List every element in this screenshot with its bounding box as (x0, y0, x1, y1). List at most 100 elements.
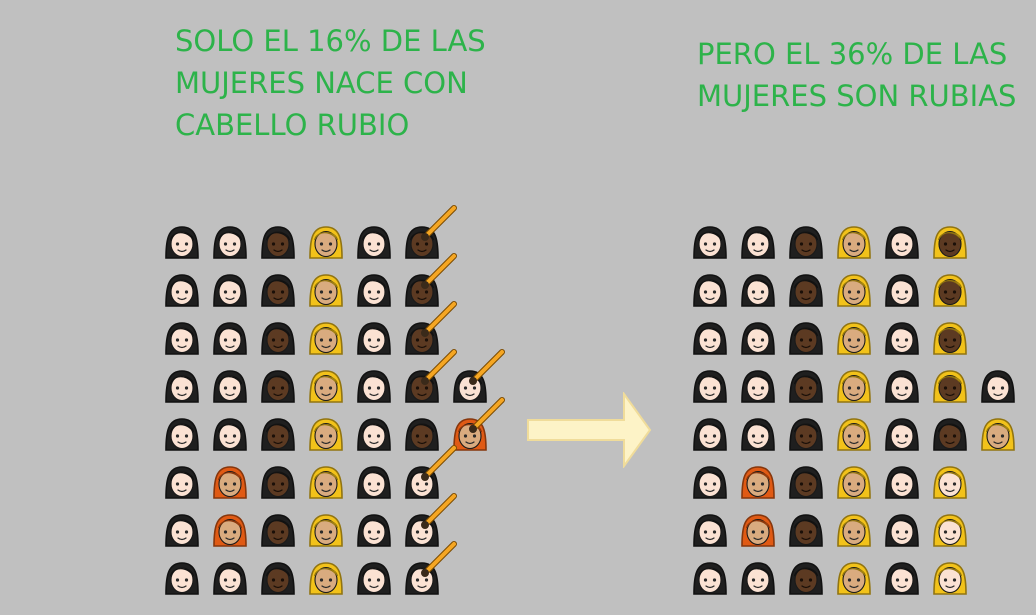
woman-emoji-icon (882, 558, 922, 598)
woman-emoji-icon (402, 222, 442, 262)
woman-emoji-icon (162, 222, 202, 262)
woman-emoji-icon (162, 318, 202, 358)
woman-emoji-icon (210, 270, 250, 310)
woman-emoji-icon (786, 366, 826, 406)
left-headline: SOLO EL 16% DE LAS MUJERES NACE CON CABE… (175, 20, 486, 146)
woman-emoji-icon (834, 462, 874, 502)
woman-emoji-icon (210, 558, 250, 598)
woman-emoji-icon (882, 270, 922, 310)
woman-emoji-icon (834, 318, 874, 358)
woman-emoji-icon (402, 366, 442, 406)
woman-emoji-icon (930, 510, 970, 550)
woman-emoji-icon (834, 222, 874, 262)
woman-emoji-icon (306, 462, 346, 502)
left-headline-line-2: MUJERES NACE CON (175, 66, 468, 100)
right-headline-line-1: PERO EL 36% DE LAS (697, 37, 1008, 71)
woman-emoji-icon (354, 414, 394, 454)
woman-emoji-icon (738, 222, 778, 262)
woman-emoji-icon (690, 558, 730, 598)
woman-emoji-icon (786, 270, 826, 310)
woman-emoji-icon (786, 558, 826, 598)
right-headline: PERO EL 36% DE LAS MUJERES SON RUBIAS (697, 33, 1016, 117)
woman-emoji-icon (306, 366, 346, 406)
woman-emoji-icon (786, 510, 826, 550)
woman-emoji-icon (402, 462, 442, 502)
woman-emoji-icon (306, 558, 346, 598)
woman-emoji-icon (162, 462, 202, 502)
woman-emoji-icon (738, 510, 778, 550)
woman-emoji-icon (210, 222, 250, 262)
woman-emoji-icon (882, 366, 922, 406)
woman-emoji-icon (786, 222, 826, 262)
woman-emoji-icon (930, 222, 970, 262)
woman-emoji-icon (210, 414, 250, 454)
woman-emoji-icon (786, 414, 826, 454)
woman-emoji-icon (882, 414, 922, 454)
woman-emoji-icon (210, 510, 250, 550)
woman-emoji-icon (162, 510, 202, 550)
woman-emoji-icon (354, 222, 394, 262)
woman-emoji-icon (306, 318, 346, 358)
woman-emoji-icon (354, 462, 394, 502)
woman-emoji-icon (930, 414, 970, 454)
woman-emoji-icon (402, 510, 442, 550)
woman-emoji-icon (930, 366, 970, 406)
woman-emoji-icon (354, 318, 394, 358)
woman-emoji-icon (354, 270, 394, 310)
woman-emoji-icon (450, 366, 490, 406)
woman-emoji-icon (930, 318, 970, 358)
woman-emoji-icon (978, 366, 1018, 406)
woman-emoji-icon (258, 558, 298, 598)
woman-emoji-icon (738, 270, 778, 310)
woman-emoji-icon (834, 366, 874, 406)
woman-emoji-icon (882, 222, 922, 262)
woman-emoji-icon (258, 222, 298, 262)
woman-emoji-icon (258, 414, 298, 454)
woman-emoji-icon (258, 366, 298, 406)
woman-emoji-icon (738, 318, 778, 358)
woman-emoji-icon (162, 270, 202, 310)
woman-emoji-icon (690, 270, 730, 310)
woman-emoji-icon (738, 366, 778, 406)
woman-emoji-icon (210, 318, 250, 358)
woman-emoji-icon (210, 462, 250, 502)
woman-emoji-icon (786, 462, 826, 502)
woman-emoji-icon (930, 558, 970, 598)
woman-emoji-icon (930, 462, 970, 502)
woman-emoji-icon (402, 414, 442, 454)
woman-emoji-icon (690, 222, 730, 262)
left-headline-line-3: CABELLO RUBIO (175, 108, 410, 142)
right-headline-line-2: MUJERES SON RUBIAS (697, 79, 1017, 113)
woman-emoji-icon (690, 366, 730, 406)
woman-emoji-icon (690, 462, 730, 502)
woman-emoji-icon (306, 222, 346, 262)
woman-emoji-icon (354, 558, 394, 598)
woman-emoji-icon (690, 318, 730, 358)
woman-emoji-icon (162, 366, 202, 406)
woman-emoji-icon (162, 414, 202, 454)
left-headline-line-1: SOLO EL 16% DE LAS (175, 24, 486, 58)
woman-emoji-icon (306, 414, 346, 454)
woman-emoji-icon (738, 558, 778, 598)
woman-emoji-icon (786, 318, 826, 358)
woman-emoji-icon (258, 270, 298, 310)
woman-emoji-icon (402, 270, 442, 310)
woman-emoji-icon (834, 414, 874, 454)
woman-emoji-icon (402, 558, 442, 598)
woman-emoji-icon (402, 318, 442, 358)
woman-emoji-icon (738, 414, 778, 454)
woman-emoji-icon (690, 414, 730, 454)
woman-emoji-icon (258, 318, 298, 358)
woman-emoji-icon (882, 510, 922, 550)
woman-emoji-icon (354, 510, 394, 550)
woman-emoji-icon (978, 414, 1018, 454)
woman-emoji-icon (306, 270, 346, 310)
woman-emoji-icon (306, 510, 346, 550)
woman-emoji-icon (834, 270, 874, 310)
woman-emoji-icon (258, 510, 298, 550)
woman-emoji-icon (450, 414, 490, 454)
woman-emoji-icon (162, 558, 202, 598)
woman-emoji-icon (930, 270, 970, 310)
woman-emoji-icon (354, 366, 394, 406)
woman-emoji-icon (882, 462, 922, 502)
